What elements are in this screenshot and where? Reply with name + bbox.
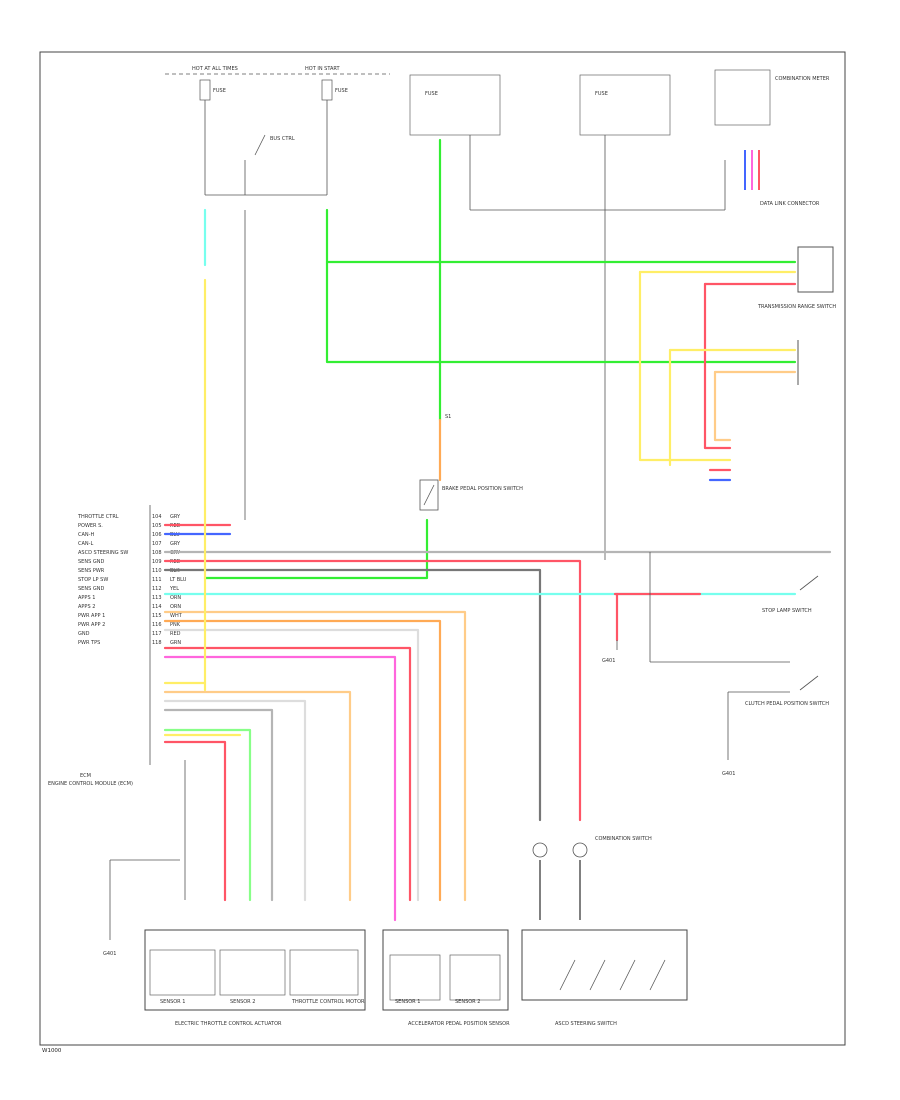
svg-text:WHT: WHT [170,613,183,619]
svg-text:ACCELERATOR PEDAL POSITION SEN: ACCELERATOR PEDAL POSITION SENSOR [408,1021,510,1027]
svg-text:SENSOR 1: SENSOR 1 [160,999,185,1005]
svg-text:GRN: GRN [170,640,181,646]
svg-text:117: 117 [152,631,162,637]
svg-text:TRANSMISSION RANGE SWITCH: TRANSMISSION RANGE SWITCH [757,304,836,310]
svg-text:STOP LAMP SWITCH: STOP LAMP SWITCH [762,608,812,614]
svg-text:113: 113 [152,595,162,601]
relay-switch-top: BUS CTRL [244,134,295,195]
ecm-output-wires [163,208,832,922]
svg-text:GRY: GRY [170,541,181,547]
svg-text:DATA LINK CONNECTOR: DATA LINK CONNECTOR [760,201,820,207]
ecm-pin-10: APPS 2 [78,604,95,610]
svg-text:107: 107 [152,541,162,547]
green-wires [203,138,797,580]
svg-text:G401: G401 [722,771,735,777]
stop-lamp-switch: STOP LAMP SWITCH [762,575,819,614]
ground-symbol-stop: G401 [602,640,618,664]
ecm-pin-11: PWR APP 1 [78,613,105,619]
svg-text:YEL: YEL [169,586,179,592]
ecm-pin-1: POWER S. [78,523,103,529]
accelerator-pedal-sensor: SENSOR 1 SENSOR 2 ACCELERATOR PEDAL POSI… [382,929,510,1027]
clutch-switch: CLUTCH PEDAL POSITION SWITCH G401 [722,675,829,777]
diagram-frame [39,51,846,1046]
svg-text:ELECTRIC THROTTLE CONTROL ACTU: ELECTRIC THROTTLE CONTROL ACTUATOR [175,1021,282,1027]
brake-pedal-switch: BRAKE PEDAL POSITION SWITCH [419,479,523,511]
ground-left: G401 [103,859,180,957]
ecm-pin-8: SENS GND [78,586,104,592]
ecm-pin-6: SENS PWR [78,568,105,574]
svg-text:ORN: ORN [170,604,181,610]
ecm-pin-4: ASCD STEERING SW [78,550,128,556]
svg-text:114: 114 [152,604,162,610]
svg-text:FUSE: FUSE [213,88,226,94]
ecm-pin-list: THROTTLE CTRL POWER S. CAN-H CAN-L ASCD … [77,514,187,646]
svg-text:CLUTCH PEDAL POSITION SWITCH: CLUTCH PEDAL POSITION SWITCH [745,701,829,707]
ecm-connector-label: ECM [80,773,91,779]
page-code: W1000 [42,1048,62,1054]
svg-text:116: 116 [152,622,162,628]
ecm-pin-7: STOP LP SW [78,577,108,583]
svg-text:HOT IN START: HOT IN START [305,66,341,72]
svg-text:SENSOR 1: SENSOR 1 [395,999,420,1005]
fuse-block-right-2: FUSE [579,74,671,560]
svg-text:SENSOR 2: SENSOR 2 [230,999,255,1005]
ecm-pin-5: SENS GND [78,559,104,565]
ecm-pin-3: CAN-L [78,541,93,547]
svg-text:110: 110 [152,568,162,574]
svg-text:109: 109 [152,559,162,565]
svg-text:112: 112 [152,586,162,592]
ascd-steering-switch: ASCD STEERING SWITCH [521,929,688,1027]
svg-text:FUSE: FUSE [335,88,348,94]
svg-text:104: 104 [152,514,162,520]
combination-meter-top: COMBINATION METER DATA LINK CONNECTOR [469,69,830,211]
ecm-pin-0: THROTTLE CTRL [77,514,119,520]
svg-text:G401: G401 [602,658,615,664]
transmission-range-switch: TRANSMISSION RANGE SWITCH [757,246,836,385]
svg-text:THROTTLE CONTROL MOTOR: THROTTLE CONTROL MOTOR [291,999,365,1005]
ecm-connector: ENGINE CONTROL MODULE (ECM) [48,505,151,787]
svg-text:108: 108 [152,550,162,556]
ecm-pin-9: APPS 1 [78,595,95,601]
ecm-pin-12: PWR APP 2 [78,622,105,628]
fuse-block-left: HOT AT ALL TIMES FUSE [192,66,238,195]
svg-text:COMBINATION METER: COMBINATION METER [775,76,830,82]
svg-text:PNK: PNK [170,622,181,628]
svg-text:118: 118 [152,640,162,646]
right-side-wires [638,270,797,482]
svg-text:G401: G401 [103,951,116,957]
svg-text:ENGINE CONTROL MODULE (ECM): ENGINE CONTROL MODULE (ECM) [48,781,133,787]
fuse-block-right-1: FUSE [409,74,501,136]
svg-text:FUSE: FUSE [425,91,438,97]
svg-text:105: 105 [152,523,162,529]
svg-text:BUS CTRL: BUS CTRL [270,136,295,142]
svg-text:106: 106 [152,532,162,538]
svg-text:ORN: ORN [170,595,181,601]
svg-text:GRY: GRY [170,514,181,520]
svg-text:HOT AT ALL TIMES: HOT AT ALL TIMES [192,66,238,72]
svg-text:COMBINATION SWITCH: COMBINATION SWITCH [595,836,652,842]
svg-text:LT BLU: LT BLU [170,577,187,583]
svg-text:115: 115 [152,613,162,619]
ecm-pin-14: PWR TPS [78,640,100,646]
electric-throttle-actuator: SENSOR 1 SENSOR 2 THROTTLE CONTROL MOTOR… [144,929,366,1027]
svg-text:111: 111 [152,577,162,583]
splice-label: S1 [445,414,451,420]
svg-text:ASCD STEERING SWITCH: ASCD STEERING SWITCH [555,1021,617,1027]
ecm-pin-2: CAN-H [78,532,94,538]
fuse-block-middle: HOT IN START FUSE [205,66,348,196]
svg-text:FUSE: FUSE [595,91,608,97]
combination-meter-lamps: COMBINATION SWITCH [532,836,652,920]
svg-text:BRAKE PEDAL POSITION SWITCH: BRAKE PEDAL POSITION SWITCH [442,486,523,492]
svg-text:SENSOR 2: SENSOR 2 [455,999,480,1005]
ecm-pin-13: GND [78,631,90,637]
svg-text:RED: RED [170,631,181,637]
